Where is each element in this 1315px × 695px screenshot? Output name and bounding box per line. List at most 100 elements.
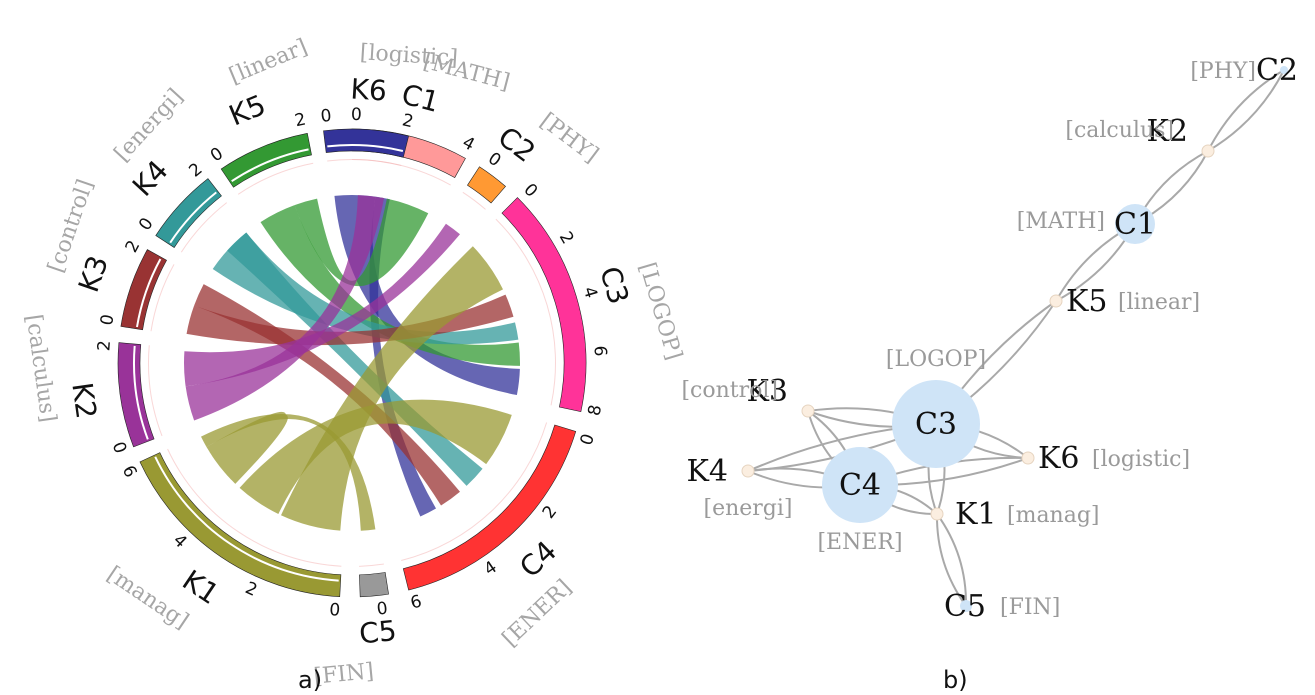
segment-tag-c4: [ENER]	[498, 575, 577, 652]
segment-tag-k1: [manag]	[102, 562, 193, 634]
segment-tag-c5: [FIN]	[313, 659, 375, 690]
arc-stripe-k6	[327, 144, 404, 152]
chord-diagram: 04C1[MATH]0C2[PHY]02468C3[LOGOP]0246C4[E…	[21, 35, 687, 690]
tick-label-k2: 0	[108, 439, 130, 456]
chord-ribbon-k1-c3	[281, 246, 503, 531]
panel-label-b: b)	[943, 666, 968, 694]
segment-label-c5: C5	[358, 614, 398, 650]
node-label-k5: K5	[1066, 284, 1108, 319]
arc-k4	[155, 178, 222, 248]
chord-ribbons	[184, 195, 520, 531]
arc-track-k6	[327, 159, 402, 167]
edge-c2-k2	[1207, 69, 1285, 152]
node-label-c3: C3	[915, 407, 957, 442]
tick-label-c3: 0	[519, 180, 541, 202]
segment-tag-k6: [logistic]	[359, 40, 458, 71]
node-tag-k3: [control]	[681, 378, 778, 403]
tick-label-c4: 0	[577, 431, 599, 447]
node-label-k4: K4	[687, 454, 729, 489]
node-tag-c2: [PHY]	[1190, 59, 1256, 84]
tick-label-c5: 0	[376, 599, 389, 620]
edge-k1-c5	[935, 513, 967, 607]
node-tag-c5: [FIN]	[1000, 595, 1060, 620]
chord-ribbon-k5-c1	[294, 198, 429, 287]
arc-track-k2	[147, 345, 163, 437]
arc-stripe-k5	[231, 148, 309, 183]
node-label-c5: C5	[944, 589, 986, 624]
tick-label-k5: 0	[207, 144, 227, 167]
node-label-c1: C1	[1114, 207, 1156, 242]
tick-label-c3: 8	[585, 403, 607, 417]
node-c4	[822, 447, 898, 523]
arc-stripe-k4	[169, 191, 217, 244]
tick-label-k5: 2	[293, 110, 308, 132]
tick-label-c4: 2	[539, 502, 561, 523]
tick-label-k1: 2	[242, 578, 260, 601]
segment-tag-c2: [PHY]	[535, 108, 603, 167]
node-c5	[960, 600, 972, 612]
tick-label-c3: 2	[555, 228, 578, 247]
node-c1	[1115, 204, 1155, 244]
tick-label-c4: 6	[408, 591, 424, 613]
arc-track-c5	[359, 563, 384, 567]
arc-c4	[402, 424, 577, 591]
tick-label-c1: 0	[351, 105, 362, 125]
node-tag-k2: [calculus]	[1065, 118, 1174, 143]
node-label-k3: K3	[747, 374, 789, 409]
node-tag-k6: [logistic]	[1092, 447, 1190, 472]
node-tag-c3: [LOGOP]	[886, 347, 986, 372]
segment-label-k2: K2	[65, 380, 103, 420]
segment-label-k3: K3	[72, 251, 115, 296]
tick-label-k6: 2	[400, 110, 415, 132]
network-nodes: C2[PHY]K2[calculus]C1[MATH]K5[linear]C3[…	[681, 53, 1298, 624]
node-c3	[892, 380, 980, 468]
node-label-k1: K1	[955, 497, 997, 532]
tick-label-c4: 4	[481, 557, 501, 580]
node-tag-c1: [MATH]	[1017, 209, 1105, 234]
node-label-c2: C2	[1256, 53, 1298, 88]
chord-arcs	[117, 128, 587, 598]
arc-track-c2	[462, 191, 486, 210]
segment-label-k5: K5	[224, 88, 270, 132]
node-tag-k1: [manag]	[1007, 503, 1100, 528]
node-k2	[1201, 144, 1215, 158]
segment-label-c3: C3	[593, 263, 635, 308]
node-k5	[1049, 294, 1063, 308]
tick-label-k1: 6	[118, 462, 141, 480]
arc-c3	[501, 197, 587, 413]
node-label-k6: K6	[1038, 441, 1080, 476]
tick-label-k2: 2	[94, 340, 115, 352]
node-tag-c4: [ENER]	[817, 530, 902, 555]
node-c2	[1280, 66, 1288, 74]
arc-k6	[323, 128, 409, 158]
tick-label-k1: 4	[169, 530, 191, 552]
node-tag-k5: [linear]	[1118, 290, 1200, 315]
tick-label-k3: 2	[122, 237, 145, 256]
arc-stripe-k2	[133, 345, 149, 440]
segment-tag-k5: [linear]	[226, 35, 311, 90]
chord-ribbon-k2-c1	[185, 195, 385, 421]
panel-label-a: a)	[298, 666, 322, 694]
node-k4	[741, 464, 755, 478]
network-graph: C2[PHY]K2[calculus]C1[MATH]K5[linear]C3[…	[681, 53, 1298, 624]
edge-c2-k2	[1207, 69, 1285, 152]
segment-tag-c3: [LOGOP]	[634, 260, 686, 363]
chord-ribbon-k2-c2	[184, 223, 460, 387]
tick-label-k3: 0	[97, 313, 119, 327]
tick-label-k4: 0	[135, 214, 158, 234]
node-k3	[801, 404, 815, 418]
tick-label-c3: 6	[589, 345, 609, 357]
chord-ribbon-k3-c4	[194, 284, 460, 506]
segment-label-c4: C4	[513, 534, 563, 584]
tick-label-k6: 0	[320, 106, 333, 127]
segment-tag-k2: [calculus]	[21, 313, 61, 424]
node-tag-k4: [energi]	[703, 496, 792, 521]
tick-label-k1: 0	[329, 600, 341, 621]
node-k1	[930, 507, 944, 521]
arc-stripe-k3	[136, 258, 162, 328]
chord-ribbon-k1-k1	[206, 411, 288, 484]
node-label-c4: C4	[839, 468, 881, 503]
tick-label-c1: 4	[459, 133, 478, 156]
arc-c2	[467, 166, 506, 204]
edge-k1-c5	[936, 513, 968, 607]
